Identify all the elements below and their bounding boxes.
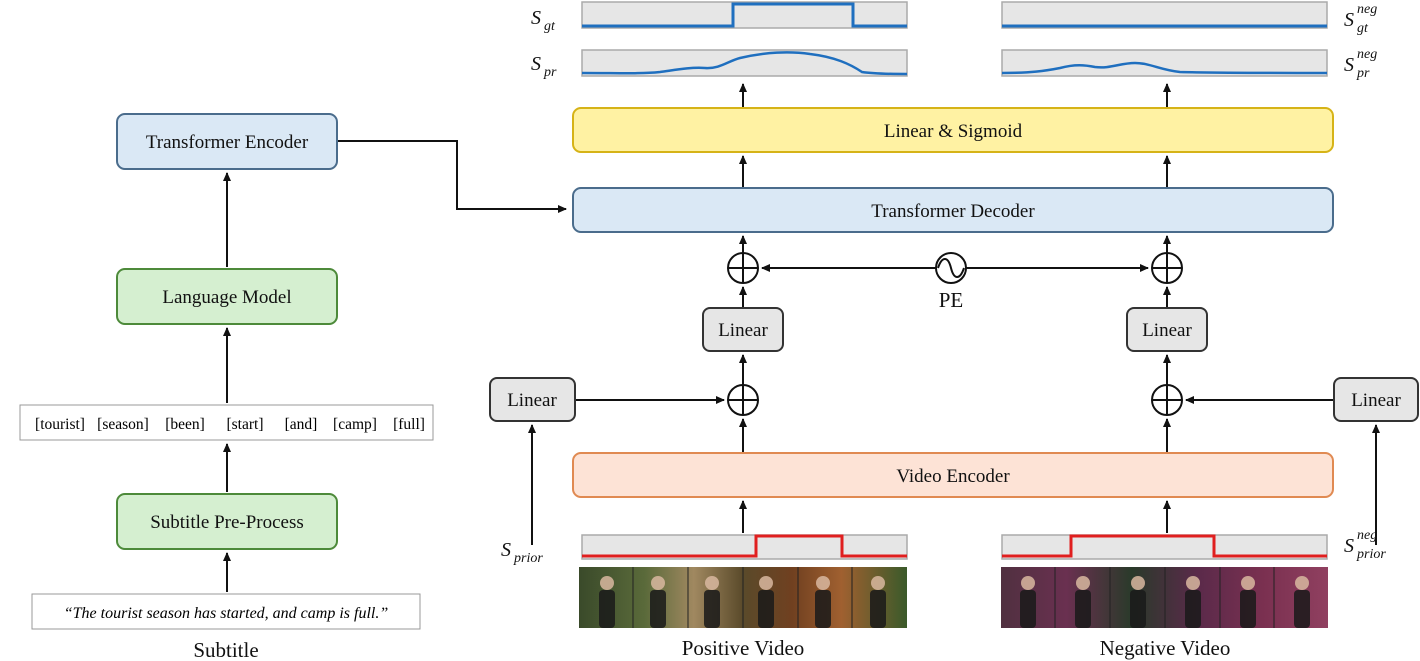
token: [full] — [393, 416, 425, 433]
token-box — [19, 404, 434, 441]
signal-pr-negative — [1001, 61, 1328, 75]
linear-box-positive — [702, 307, 784, 352]
token: [start] — [226, 416, 263, 433]
token: [been] — [165, 416, 205, 433]
subtitle-preprocess-box — [116, 493, 338, 550]
subtitle-text-box — [31, 593, 421, 630]
linear-box-prior-negative — [1333, 377, 1419, 422]
subtitle-preprocess-label: Subtitle Pre-Process — [150, 512, 304, 533]
label-sub: prior — [513, 551, 543, 566]
positional-encoding-icon — [935, 252, 967, 284]
label-s-pr: S pr — [531, 53, 557, 80]
sum-nodes — [727, 252, 1183, 416]
linear-sigmoid-label: Linear & Sigmoid — [884, 121, 1023, 142]
label-base: S — [531, 53, 541, 75]
signal-gt-positive — [582, 2, 907, 28]
right-arrows — [528, 83, 1380, 545]
sum-icon — [1151, 384, 1183, 416]
signal-strip-pr-negative — [1001, 49, 1328, 77]
label-sub: prior — [1356, 547, 1386, 562]
linear-label: Linear — [718, 320, 768, 341]
language-model-box — [116, 268, 338, 325]
linear-label: Linear — [1351, 390, 1401, 411]
token: [and] — [285, 416, 318, 433]
label-base: S — [1344, 535, 1354, 557]
linear-sigmoid-box — [572, 107, 1334, 153]
signal-strip-gt-positive — [581, 1, 908, 29]
label-sup: neg — [1357, 47, 1377, 62]
linear-label: Linear — [1142, 320, 1192, 341]
token: [season] — [97, 416, 149, 433]
label-base: S — [1344, 54, 1354, 76]
signal-strip-pr-positive — [581, 49, 908, 77]
sum-icon — [727, 384, 759, 416]
transformer-decoder-label: Transformer Decoder — [871, 201, 1035, 222]
positive-video-filmstrip — [579, 567, 907, 628]
negative-video-caption: Negative Video — [1100, 636, 1231, 660]
transformer-encoder-box — [116, 113, 338, 170]
negative-video-filmstrip — [1001, 567, 1328, 628]
token: [tourist] — [35, 416, 85, 433]
signal-prior-positive — [582, 534, 907, 558]
label-s-gt-neg: S neg gt — [1344, 2, 1377, 36]
token-list: [tourist] [season] [been] [start] [and] … — [35, 416, 425, 433]
positive-video-caption: Positive Video — [682, 636, 805, 660]
transformer-encoder-label: Transformer Encoder — [146, 132, 309, 153]
label-sub: pr — [1356, 66, 1370, 81]
label-sub: gt — [544, 19, 556, 34]
signal-prior-negative — [1002, 534, 1327, 558]
label-base: S — [501, 539, 511, 561]
linear-box-prior-positive — [489, 377, 576, 422]
signal-strip-gt-negative — [1001, 1, 1328, 29]
left-arrows — [223, 140, 567, 592]
label-s-prior: S prior — [501, 539, 543, 566]
label-s-gt: S gt — [531, 7, 556, 34]
signal-pr-positive — [581, 51, 908, 76]
video-encoder-label: Video Encoder — [896, 466, 1010, 487]
token: [camp] — [333, 416, 377, 433]
label-base: S — [1344, 9, 1354, 31]
label-base: S — [531, 7, 541, 29]
subtitle-text: “The tourist season has started, and cam… — [64, 605, 389, 622]
language-model-label: Language Model — [162, 287, 291, 308]
linear-box-negative — [1126, 307, 1208, 352]
subtitle-caption: Subtitle — [193, 638, 258, 661]
linear-label: Linear — [507, 390, 557, 411]
label-sup: neg — [1357, 528, 1377, 543]
sum-icon — [727, 252, 759, 284]
transformer-decoder-box — [572, 187, 1334, 233]
label-sup: neg — [1357, 2, 1377, 17]
pe-label: PE — [939, 288, 964, 312]
label-sub: gt — [1357, 21, 1369, 36]
label-s-prior-neg: S neg prior — [1344, 528, 1386, 562]
sum-icon — [1151, 252, 1183, 284]
label-s-pr-neg: S neg pr — [1344, 47, 1377, 81]
label-sub: pr — [543, 65, 557, 80]
video-encoder-box — [572, 452, 1334, 498]
